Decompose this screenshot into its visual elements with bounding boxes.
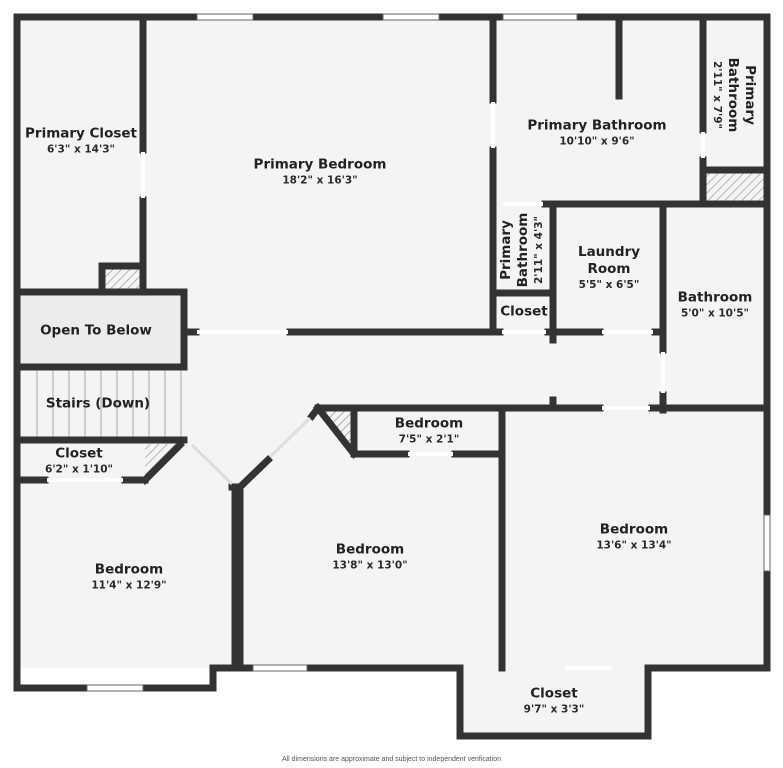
room-name: Closet — [530, 685, 578, 702]
disclaimer-note: All dimensions are approximate and subje… — [281, 756, 502, 763]
room-dimensions: 7'5" x 2'1" — [398, 433, 460, 446]
room-name: Bedroom — [394, 415, 464, 432]
room-dimensions: 6'3" x 14'3" — [47, 143, 115, 156]
room-name: Open To Below — [40, 322, 152, 339]
room-bedroom-right: Bedroom 13'6" x 13'4" — [596, 522, 671, 553]
room-closet-hall: Closet — [500, 304, 547, 321]
room-dimensions: 11'4" x 12'9" — [91, 579, 167, 592]
room-dimensions: 5'0" x 10'5" — [681, 307, 749, 320]
diagonal-doors — [190, 416, 312, 486]
room-name: Stairs (Down) — [45, 395, 151, 412]
room-laundry: Laundry Room 5'5" x 6'5" — [578, 244, 640, 292]
room-dimensions: 2'11" x 4'3" — [533, 216, 545, 284]
room-name-line2: Room — [587, 261, 631, 277]
room-dimensions: 2'11" x 7'9" — [711, 61, 723, 129]
room-name: Bathroom — [677, 289, 753, 306]
room-name: Bedroom — [335, 541, 405, 558]
room-closet-left: Closet 6'2" x 1'10" — [45, 446, 113, 477]
door-openings — [47, 102, 705, 670]
room-bathroom: Bathroom 5'0" x 10'5" — [678, 290, 753, 321]
room-primary-closet: Primary Closet 6'3" x 14'3" — [25, 126, 137, 157]
room-name: Primary Bathroom — [725, 57, 758, 133]
room-primary-bathroom: Primary Bathroom 10'10" x 9'6" — [527, 118, 666, 149]
room-open-to-below: Open To Below — [40, 323, 152, 340]
room-primary-bedroom: Primary Bedroom 18'2" x 16'3" — [254, 157, 387, 188]
room-name: Primary Bathroom — [527, 117, 667, 134]
room-dimensions: 18'2" x 16'3" — [282, 174, 358, 187]
room-name: Bedroom — [599, 521, 669, 538]
room-dimensions: 6'2" x 1'10" — [45, 463, 113, 476]
stair-treads — [36, 369, 182, 437]
room-dimensions: 10'10" x 9'6" — [559, 135, 635, 148]
room-bedroom-middle: Bedroom 13'8" x 13'0" — [332, 542, 407, 573]
room-name-line1: Laundry — [577, 244, 641, 260]
room-bedroom-left: Bedroom 11'4" x 12'9" — [91, 562, 166, 593]
room-dimensions: 5'5" x 6'5" — [578, 279, 640, 291]
room-bedroom-closet: Bedroom 7'5" x 2'1" — [395, 416, 463, 447]
open-to-below-area — [20, 295, 183, 365]
room-name: Closet — [55, 445, 103, 462]
room-dimensions: 9'7" x 3'3" — [523, 703, 585, 716]
room-primary-bathroom-wc: Primary Bathroom 2'11" x 7'9" — [710, 55, 758, 135]
windows — [86, 13, 771, 692]
room-primary-bathroom-small: Primary Bathroom 2'11" x 4'3" — [498, 210, 546, 290]
room-name: Bedroom — [94, 561, 164, 578]
room-name: Primary Closet — [25, 125, 137, 142]
room-dimensions: 13'6" x 13'4" — [596, 539, 672, 552]
room-name: Primary Bedroom — [253, 156, 387, 173]
room-dimensions: 13'8" x 13'0" — [332, 559, 408, 572]
room-closet-bottom: Closet 9'7" x 3'3" — [524, 686, 585, 717]
room-name: Primary Bathroom — [498, 212, 531, 288]
room-stairs: Stairs (Down) — [46, 396, 150, 413]
room-name: Closet — [500, 303, 548, 320]
